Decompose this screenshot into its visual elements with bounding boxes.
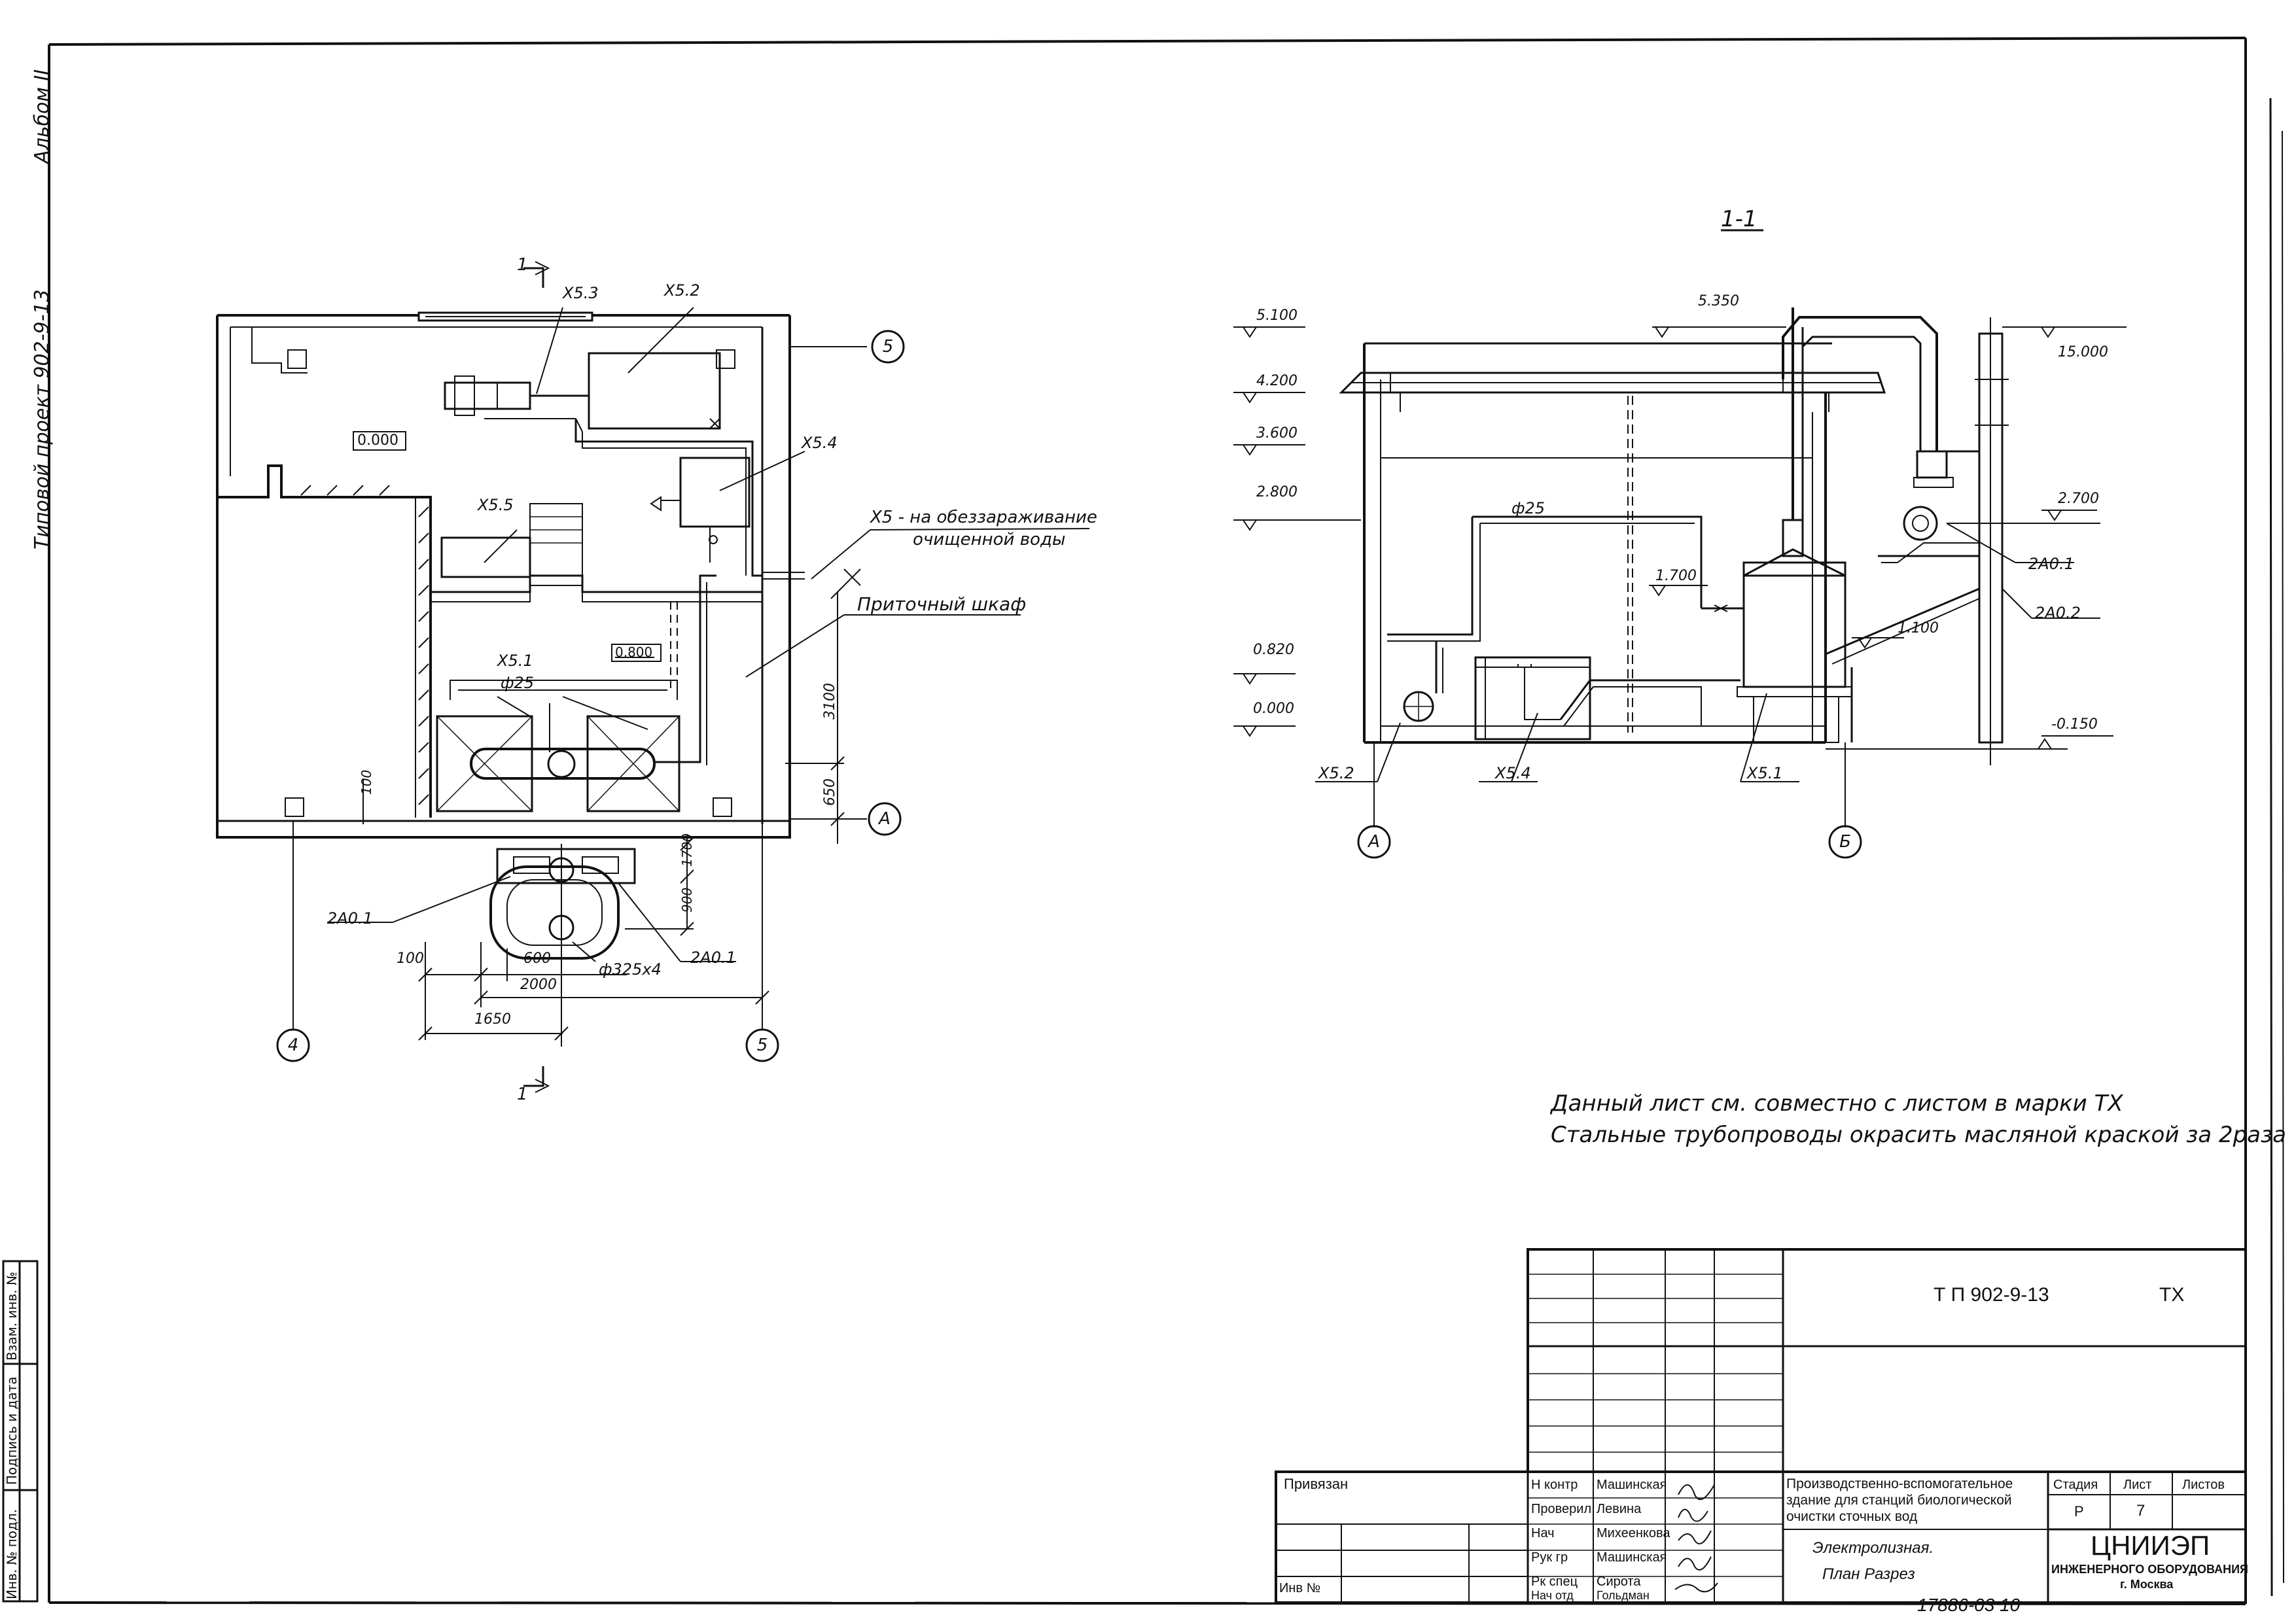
section-elev-5100: 5.100	[1256, 307, 1298, 324]
plan-dim-900: 900	[679, 887, 695, 913]
plan-dim-100b: 100	[397, 950, 424, 967]
tb-role-3: Нач	[1531, 1526, 1555, 1540]
note-line-1: Данный лист см. совместно с листом в мар…	[1551, 1090, 2123, 1117]
tb-role-1: Н контр	[1531, 1478, 1578, 1492]
note-line-2: Стальные трубопроводы окрасить масляной …	[1551, 1122, 2286, 1148]
left-stamp-table	[2, 1260, 39, 1603]
plan-dim-600: 600	[523, 950, 551, 967]
stamp-replace-inv: Взам. инв. №	[4, 1272, 20, 1361]
plan-axis-5-bottom-label: 5	[756, 1035, 768, 1055]
plan-pipe-325: ф325х4	[599, 960, 662, 979]
tb-stage-hdr: Стадия	[2053, 1478, 2098, 1492]
section-label-x54: Х5.4	[1495, 764, 1531, 782]
tb-stage: Р	[2074, 1503, 2084, 1520]
plan-label-x55: Х5.5	[478, 496, 514, 514]
plan-label-phi25: ф25	[501, 674, 535, 692]
section-elev-0000: 0.000	[1253, 701, 1294, 717]
section-view	[1233, 229, 2127, 827]
tb-sheet: 7	[2136, 1502, 2146, 1520]
section-axis-b-label: Б	[1839, 832, 1851, 852]
plan-label-x52: Х5.2	[664, 281, 700, 300]
axis-bubble-5-bottom	[745, 1028, 779, 1062]
tb-code: Т П 902-9-13	[1934, 1284, 2049, 1306]
tb-sheet-name-1: Электролизная.	[1812, 1539, 1934, 1557]
axis-bubble-b-section	[1828, 825, 1862, 859]
axis-bubble-a-section	[1357, 825, 1391, 859]
tb-org-1: ЦНИИЭП	[2091, 1530, 2210, 1561]
plan-dim-3100: 3100	[822, 683, 838, 720]
plan-dim-100a: 100	[359, 769, 374, 795]
plan-dim-1650: 1650	[474, 1011, 511, 1028]
tb-sheet-name-2: План Разрез	[1822, 1565, 1915, 1583]
section-elev-4200: 4.200	[1256, 373, 1298, 389]
section-elev-3600: 3.600	[1256, 425, 1298, 442]
section-label-x51: Х5.1	[1747, 764, 1783, 782]
tb-name-1: Машинская	[1597, 1478, 1667, 1492]
plan-view	[216, 261, 1090, 1093]
project-label: Типовой проект 902-9-13	[31, 289, 54, 549]
plan-label-x53: Х5.3	[563, 284, 599, 302]
tb-role-2: Проверил	[1531, 1502, 1592, 1516]
axis-bubble-a-plan	[868, 802, 902, 836]
section-elev-1100: 1.100	[1898, 620, 1939, 636]
plan-label-2a01-right: 2А0.1	[690, 948, 736, 967]
section-elev-5350: 5.350	[1698, 293, 1739, 309]
stamp-inv-no-orig: Инв. № подл.	[4, 1509, 20, 1599]
tb-org-2: ИНЖЕНЕРНОГО ОБОРУДОВАНИЯ	[2051, 1563, 2248, 1576]
tb-desc-2: здание для станций биологической	[1786, 1493, 2012, 1508]
tb-name-5: Сирота	[1597, 1574, 1641, 1589]
tb-desc-3: очистки сточных вод	[1786, 1509, 1918, 1524]
section-label-2a02: 2А0.2	[2035, 604, 2081, 622]
tb-inv-no: Инв №	[1279, 1581, 1321, 1595]
plan-axis-5-top-label: 5	[882, 337, 894, 356]
tb-name-3: Михеенкова	[1597, 1526, 1670, 1540]
stamp-sign-date: Подпись и дата	[4, 1376, 20, 1485]
plan-elev-800: 0.800	[615, 644, 653, 660]
tb-sheets-hdr: Листов	[2182, 1478, 2225, 1492]
section-elev-m0150: -0.150	[2051, 716, 2098, 733]
axis-bubble-4	[276, 1028, 310, 1062]
plan-label-2a01-left: 2А0.1	[327, 909, 373, 928]
plan-dim-1700: 1700	[679, 833, 695, 867]
tb-desc-1: Производственно-вспомогательное	[1786, 1476, 2013, 1491]
tb-org-3: г. Москва	[2120, 1578, 2174, 1591]
tb-role-5: Рк спец	[1531, 1574, 1578, 1589]
album-label: Альбом II	[31, 69, 54, 164]
plan-supply-cabinet: Приточный шкаф	[857, 593, 1027, 615]
section-elev-2800: 2.800	[1256, 484, 1298, 500]
plan-elev-000: 0.000	[357, 432, 398, 449]
plan-x5-note-1: Х5 - на обеззараживание	[870, 508, 1097, 527]
tb-role-4: Рук гр	[1531, 1550, 1568, 1565]
tb-role-6: Нач отд	[1531, 1589, 1574, 1602]
plan-dim-650: 650	[822, 778, 838, 806]
plan-section-mark-bottom: 1	[517, 1085, 528, 1104]
plan-section-mark-top: 1	[517, 255, 528, 275]
tb-privyazan: Привязан	[1284, 1476, 1349, 1492]
section-title: 1-1	[1721, 206, 1757, 232]
section-elev-0820: 0.820	[1253, 642, 1294, 658]
section-label-2a01: 2А0.1	[2028, 555, 2074, 573]
plan-axis-a-label: А	[879, 809, 891, 829]
plan-x5-note-2: очищенной воды	[913, 530, 1066, 549]
axis-bubble-5-top	[871, 330, 905, 364]
section-axis-a-label: А	[1368, 832, 1380, 852]
plan-dim-2000: 2000	[520, 977, 557, 993]
section-phi25: ф25	[1511, 499, 1545, 517]
tb-sheet-hdr: Лист	[2123, 1478, 2152, 1492]
tb-doc-no: 17886-03 10	[1917, 1595, 2021, 1615]
tb-mark: ТХ	[2159, 1284, 2185, 1306]
plan-label-x54: Х5.4	[802, 434, 838, 452]
section-label-x52: Х5.2	[1318, 764, 1354, 782]
tb-name-2: Левина	[1597, 1502, 1642, 1516]
section-elev-2700: 2.700	[2058, 491, 2099, 507]
tb-name-6: Гольдман	[1597, 1589, 1650, 1602]
plan-axis-4-label: 4	[287, 1035, 299, 1055]
section-elev-1700: 1.700	[1655, 568, 1697, 584]
plan-label-x51: Х5.1	[497, 652, 533, 670]
tb-name-4: Машинская	[1597, 1550, 1667, 1565]
section-elev-15000: 15.000	[2058, 344, 2108, 360]
title-block	[1275, 1248, 2247, 1604]
